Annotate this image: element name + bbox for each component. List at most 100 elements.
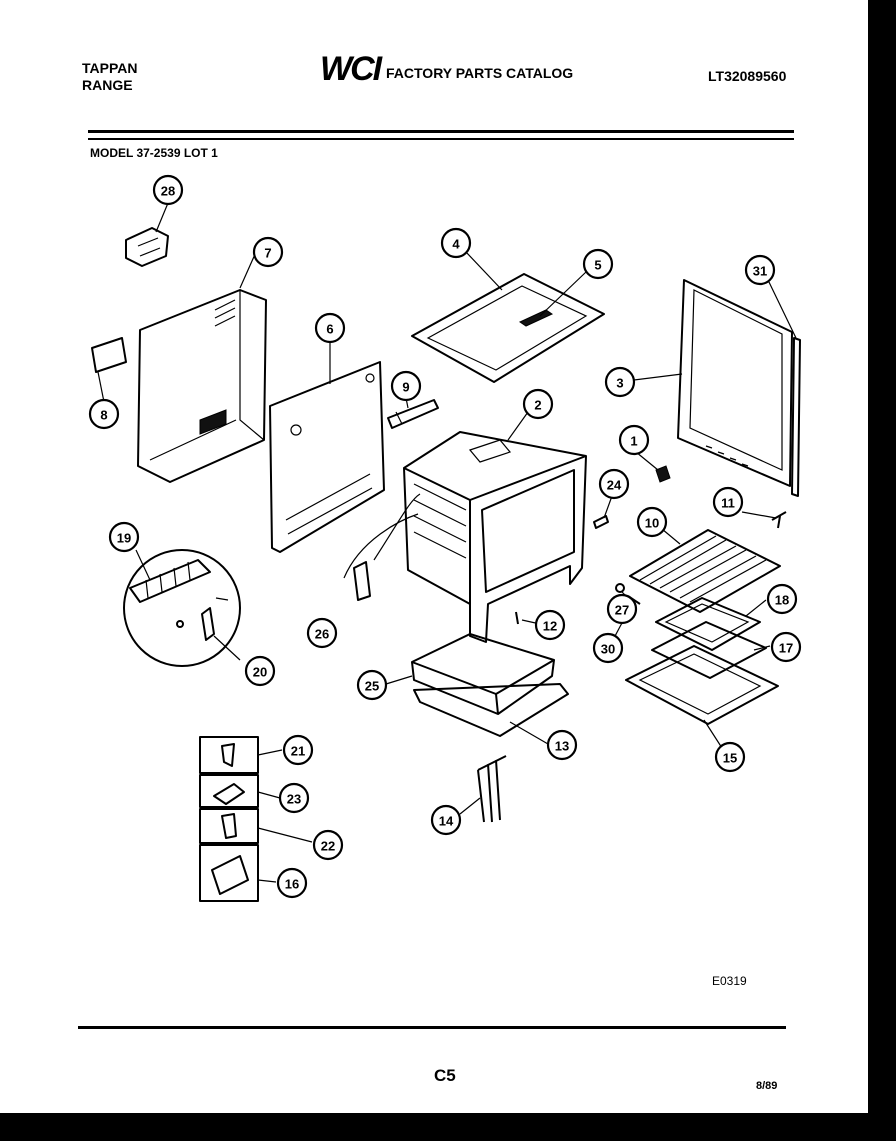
- diagram-code: E0319: [712, 974, 747, 988]
- callout-1: 1: [618, 424, 650, 456]
- part-3-door-frame: [677, 279, 793, 487]
- callout-number: 21: [291, 744, 305, 759]
- callout-2: 2: [522, 388, 554, 420]
- exploded-parts-diagram: 2878694523311241110192026122718301725131…: [88, 174, 802, 902]
- part-25-drawer: [411, 633, 555, 715]
- parts-box-16: [199, 844, 259, 902]
- part-31-strip: [791, 337, 801, 497]
- parts-box-21: [199, 736, 259, 774]
- parts-diagram-page: TAPPAN RANGE WCI FACTORY PARTS CATALOG L…: [0, 0, 868, 1113]
- callout-number: 26: [315, 627, 329, 642]
- callout-number: 10: [645, 516, 659, 531]
- callout-number: 19: [117, 531, 131, 546]
- callout-17: 17: [770, 631, 802, 663]
- callout-6: 6: [314, 312, 346, 344]
- part-2-oven-body: [403, 431, 587, 643]
- callout-number: 7: [264, 246, 271, 261]
- callout-number: 31: [753, 264, 767, 279]
- callout-20: 20: [244, 655, 276, 687]
- callout-15: 15: [714, 741, 746, 773]
- part-28-bracket: [125, 227, 169, 267]
- callout-number: 28: [161, 184, 175, 199]
- callout-13: 13: [546, 729, 578, 761]
- callout-9: 9: [390, 370, 422, 402]
- callout-number: 23: [287, 792, 301, 807]
- leader-lines: [97, 202, 797, 883]
- part-15-broiler: [625, 645, 779, 725]
- callout-number: 25: [365, 679, 379, 694]
- callout-number: 12: [543, 619, 557, 634]
- callout-23: 23: [278, 782, 310, 814]
- part-27-washer: [615, 583, 625, 593]
- brand-line-2: RANGE: [82, 77, 133, 93]
- header-rule-thick: [88, 130, 794, 133]
- callout-number: 4: [452, 237, 460, 252]
- callout-16: 16: [276, 867, 308, 899]
- callout-number: 1: [630, 434, 637, 449]
- callout-number: 15: [723, 751, 737, 766]
- parts-box-23: [199, 774, 259, 808]
- callout-18: 18: [766, 583, 798, 615]
- part-5-strip: [518, 309, 554, 327]
- part-7-back-panel: [137, 289, 267, 483]
- callout-number: 11: [721, 496, 735, 511]
- part-18-pan: [655, 597, 761, 651]
- callout-12: 12: [534, 609, 566, 641]
- inset-detail-circle: [123, 549, 241, 667]
- callout-4: 4: [440, 227, 472, 259]
- callout-11: 11: [712, 486, 744, 518]
- part-12-screw: [515, 611, 519, 625]
- callout-7: 7: [252, 236, 284, 268]
- callout-24: 24: [598, 468, 630, 500]
- model-line: MODEL 37-2539 LOT 1: [90, 146, 218, 160]
- callout-number: 2: [534, 398, 541, 413]
- callout-30: 30: [592, 632, 624, 664]
- callout-27: 27: [606, 593, 638, 625]
- part-11-knob: [771, 511, 787, 529]
- document-number: LT32089560: [708, 68, 787, 84]
- callout-5: 5: [582, 248, 614, 280]
- callout-22: 22: [312, 829, 344, 861]
- callout-21: 21: [282, 734, 314, 766]
- part-24-clip: [593, 515, 609, 529]
- part-8-plate: [91, 337, 127, 373]
- callout-number: 14: [439, 814, 454, 829]
- callout-19: 19: [108, 521, 140, 553]
- callout-number: 9: [402, 380, 409, 395]
- callout-number: 5: [594, 258, 601, 273]
- callout-number: 8: [100, 408, 107, 423]
- callout-number: 6: [326, 322, 333, 337]
- callout-8: 8: [88, 398, 120, 430]
- callout-number: 13: [555, 739, 569, 754]
- callout-number: 3: [616, 376, 623, 391]
- catalog-title: FACTORY PARTS CATALOG: [386, 65, 574, 81]
- callout-number: 22: [321, 839, 335, 854]
- part-9-bracket: [387, 399, 439, 429]
- callout-31: 31: [744, 254, 776, 286]
- callout-number: 27: [615, 603, 629, 618]
- part-17-insert: [651, 621, 767, 679]
- callout-number: 16: [285, 877, 299, 892]
- parts-box-22: [199, 808, 259, 844]
- part-10-rack: [629, 529, 781, 613]
- callout-number: 18: [775, 593, 789, 608]
- callout-28: 28: [152, 174, 184, 206]
- part-26-insulator: [343, 493, 421, 601]
- wci-logo: WCI: [320, 50, 382, 88]
- header-rule-thin: [88, 138, 794, 140]
- callout-10: 10: [636, 506, 668, 538]
- part-4-top-panel: [411, 273, 605, 383]
- callout-26: 26: [306, 617, 338, 649]
- callout-number: 17: [779, 641, 793, 656]
- brand-label: TAPPAN RANGE: [82, 60, 137, 94]
- part-6-panel: [269, 361, 385, 553]
- callout-number: 24: [607, 478, 622, 493]
- callout-number: 30: [601, 642, 615, 657]
- callout-3: 3: [604, 366, 636, 398]
- footer-rule: [78, 1026, 786, 1029]
- part-13-drawer-panel: [413, 683, 569, 737]
- page-number: C5: [434, 1066, 456, 1085]
- callout-25: 25: [356, 669, 388, 701]
- part-1-clip: [655, 465, 671, 483]
